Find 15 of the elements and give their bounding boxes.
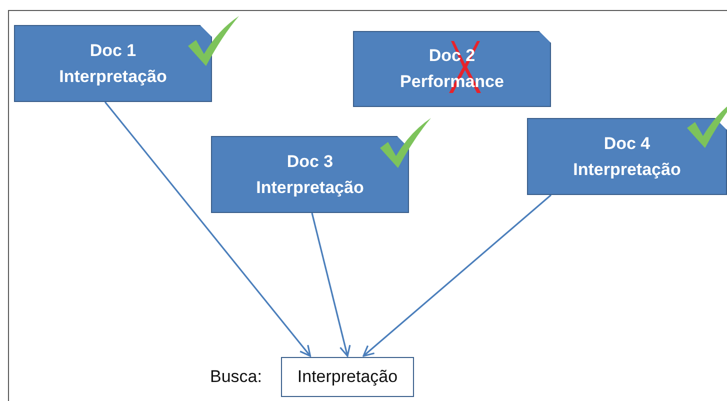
document-box: [14, 25, 212, 102]
document-title: Doc 3: [286, 150, 334, 172]
arrow: [104, 102, 312, 357]
document-topic: Interpretação: [573, 158, 681, 180]
document-box: [527, 118, 727, 195]
document-box: [211, 136, 409, 213]
search-field: Interpretação: [281, 357, 414, 397]
document-title: Doc 1: [90, 40, 136, 62]
document-box: [353, 31, 551, 107]
document-topic: Interpretação: [59, 66, 167, 88]
arrow: [362, 194, 552, 357]
document-title: Doc 4: [604, 132, 650, 154]
document-topic: Interpretação: [256, 176, 364, 198]
arrow: [311, 212, 351, 357]
field-label: Busca:: [210, 367, 262, 387]
